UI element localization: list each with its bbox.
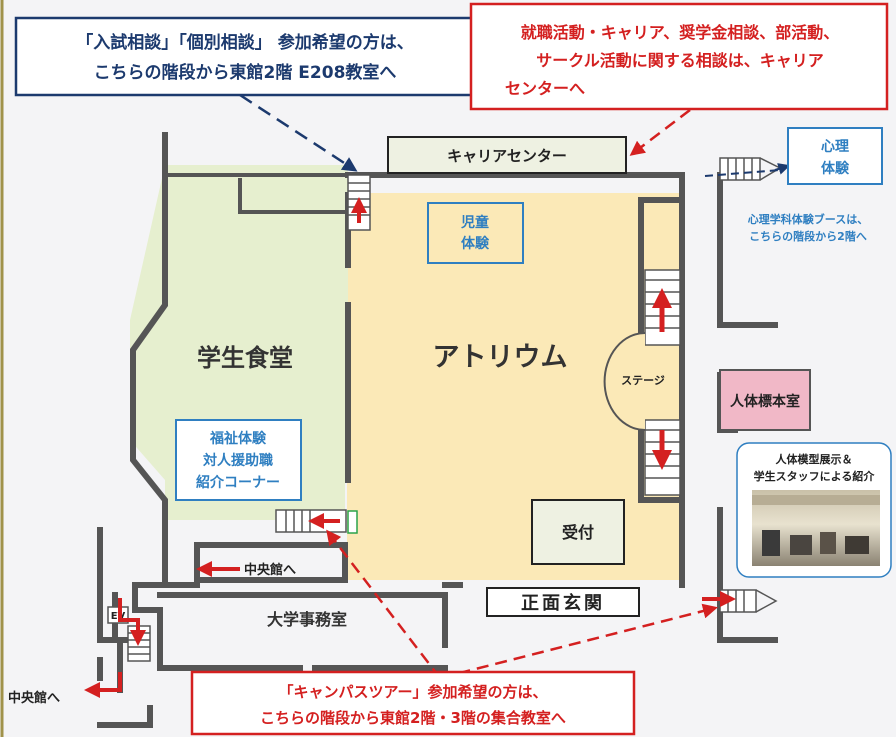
stage-stairs [644,269,681,496]
model-line1: 人体模型展示＆ [776,452,853,466]
admission-callout [14,16,476,97]
child-booth-line2: 体験 [461,235,490,252]
front-entrance-label: 正面玄関 [521,592,605,614]
stage-label: ステージ [621,374,665,387]
career-center-label: キャリアセンター [447,147,567,165]
welfare-line2: 対人援助職 [202,452,273,469]
atrium-label: アトリウム [433,342,568,373]
to-central-label-1: 中央館へ [244,562,296,578]
stairs-east [702,589,778,613]
tour-stairs [275,509,358,534]
front-entrance [486,587,640,617]
career-line1: 就職活動・キャリア、奨学金相談、部活動、 [521,23,839,42]
psych-note-line2: こちらの階段から2階へ [749,229,867,243]
tour-line1: 「キャンパスツアー」参加希望の方は、 [278,683,547,701]
psych-note-line1: 心理学科体験ブースは、 [748,212,868,226]
psych-booth [787,127,883,185]
psych-booth-line2: 体験 [821,160,850,177]
child-booth-line1: 児童 [460,214,489,231]
stage [603,332,646,431]
reception-label: 受付 [562,523,594,542]
career-line2: サークル活動に関する相談は、キャリア [536,51,824,70]
career-callout [469,2,889,111]
to-central-label-2: 中央館へ [8,690,60,706]
welfare-line3: 紹介コーナー [196,474,280,491]
welfare-booth [175,419,302,501]
career-line3: センターへ [505,79,585,98]
reception [531,499,625,565]
child-booth [427,202,524,264]
anatomy-room [719,369,811,431]
stairs-nw [347,174,371,231]
cafeteria-label: 学生食堂 [197,344,293,372]
admission-line1: 「入試相談」「個別相談」 参加希望の方は、 [76,32,413,53]
office-label: 大学事務室 [267,610,347,629]
model-line2: 学生スタッフによる紹介 [754,469,876,483]
exhibit-photo [752,490,880,566]
stairs-psych [719,157,782,181]
psych-booth-line1: 心理 [821,139,849,155]
tour-line2: こちらの階段から東館2階・3階の集合教室へ [260,709,566,727]
anatomy-room-label: 人体標本室 [730,393,800,410]
career-center [387,136,627,174]
welfare-line1: 福祉体験 [209,430,267,447]
admission-line2: こちらの階段から東館2階 E208教室へ [94,62,397,83]
tour-callout [190,670,636,736]
